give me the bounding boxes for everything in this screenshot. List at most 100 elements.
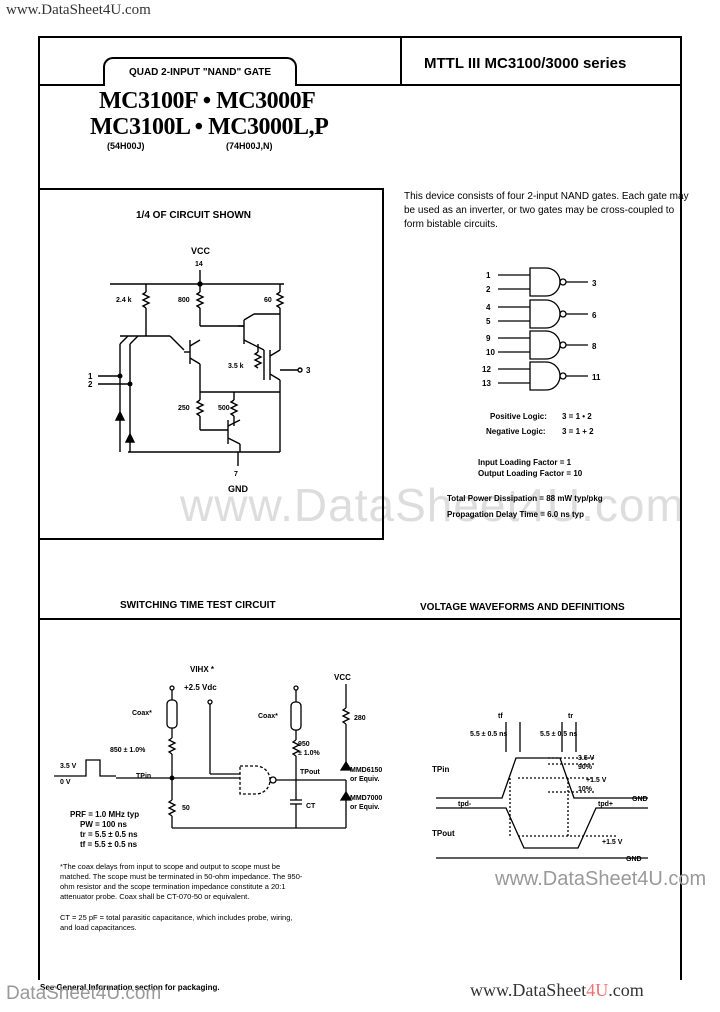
wave-35v: 3.5 V — [578, 755, 595, 762]
gate3-in-b: 10 — [486, 348, 495, 357]
test-box — [38, 618, 682, 980]
schematic-box — [38, 188, 384, 540]
header-rule — [38, 84, 682, 86]
military-equivalent: (54H00J) — [107, 141, 145, 151]
diode-1-equiv: or Equiv. — [350, 776, 379, 783]
wave-15v: +1.5 V — [586, 777, 607, 784]
vcc-test-label: VCC — [334, 673, 351, 682]
positive-logic-expr: 3 = 1 • 2 — [562, 412, 592, 421]
power-dissipation: Total Power Dissipation = 88 mW typ/pkg — [447, 494, 603, 503]
wave-tpin: TPin — [432, 765, 449, 774]
gate4-in-a: 12 — [482, 365, 491, 374]
r-500: 500 — [218, 405, 230, 412]
wm-prefix: www.DataSheet — [470, 980, 587, 1000]
vihx-label: VIHX * — [190, 665, 215, 674]
gate4-out: 11 — [592, 373, 601, 382]
r-950: 950 — [298, 741, 310, 748]
tr-spec: tr = 5.5 ± 0.5 ns — [80, 830, 138, 839]
watermark-center: www.DataSheet4U.com — [180, 479, 685, 531]
waveforms-title: VOLTAGE WAVEFORMS AND DEFINITIONS — [420, 602, 625, 613]
part-numbers-line1: MC3100F • MC3000F — [99, 88, 316, 114]
r-60: 60 — [264, 297, 272, 304]
nand-schematic: VCC 14 2.4 k 800 60 3 3.5 k 250 500 — [88, 246, 311, 494]
wave-tf-val: 5.5 ± 0.5 ns — [470, 731, 507, 738]
vcc-pin: 14 — [195, 261, 203, 268]
watermark-bottom-right: www.DataSheet4U.com — [470, 980, 644, 1001]
header-divider — [400, 36, 402, 86]
gnd-pin: 7 — [234, 471, 238, 478]
pw-spec: PW = 100 ns — [80, 820, 127, 829]
watermark-mid: www.DataSheet4U.com — [495, 868, 707, 890]
propagation-delay: Propagation Delay Time = 6.0 ns typ — [447, 510, 585, 519]
diode-1: MMD6150 — [350, 767, 382, 774]
watermark-bottom-left: DataSheet4U.com — [6, 983, 162, 1004]
ct-label: CT — [306, 803, 316, 810]
r-280: 280 — [354, 715, 366, 722]
gate-2: 4 5 6 — [486, 299, 597, 329]
output-loading: Output Loading Factor = 10 — [478, 469, 583, 478]
gate2-in-a: 4 — [486, 303, 491, 312]
ct-note: CT = 25 pF = total parasitic capacitance… — [60, 913, 293, 932]
tp-out-label: TPout — [300, 769, 320, 776]
coax-1: Coax* — [132, 710, 152, 717]
watermark-top: www.DataSheet4U.com — [6, 2, 151, 18]
coax-2: Coax* — [258, 713, 278, 720]
wave-tpd-plus: tpd+ — [598, 801, 613, 808]
gate2-out: 6 — [592, 311, 597, 320]
wave-15v-b: +1.5 V — [602, 839, 623, 846]
test-circuit-title: SWITCHING TIME TEST CIRCUIT — [120, 600, 276, 611]
positive-logic-label: Positive Logic: — [490, 412, 547, 421]
wave-tf: tf — [498, 713, 503, 720]
gnd-label: GND — [228, 484, 249, 494]
coax-note: *The coax delays from input to scope and… — [60, 862, 303, 901]
gate1-in-b: 2 — [486, 285, 491, 294]
wave-10: 10% — [578, 786, 593, 793]
r-35k: 3.5 k — [228, 363, 244, 370]
gate-3: 9 10 8 — [486, 330, 597, 360]
gate2-in-b: 5 — [486, 317, 491, 326]
r-250: 250 — [178, 405, 190, 412]
vihx-value: +2.5 Vdc — [184, 683, 217, 692]
vcc-label: VCC — [191, 246, 211, 256]
part-numbers-line2: MC3100L • MC3000L,P — [90, 114, 329, 140]
pulse-low: 0 V — [60, 779, 71, 786]
function-tab: QUAD 2-INPUT "NAND" GATE — [103, 57, 297, 86]
series-title: MTTL III MC3100/3000 series — [424, 55, 627, 72]
wave-tpout: TPout — [432, 829, 455, 838]
gate1-in-a: 1 — [486, 271, 491, 280]
pinout-diagram: 1 2 3 4 5 6 9 10 8 12 13 11 — [482, 267, 601, 391]
gate3-out: 8 — [592, 342, 597, 351]
wm-suffix: .com — [608, 980, 644, 1000]
gate-4: 12 13 11 — [482, 361, 601, 391]
wm-accent: 4U — [586, 980, 609, 1000]
commercial-equivalent: (74H00J,N) — [226, 141, 273, 151]
tf-spec: tf = 5.5 ± 0.5 ns — [80, 840, 138, 849]
pulse-high: 3.5 V — [60, 763, 77, 770]
device-description: This device consists of four 2-input NAN… — [404, 191, 689, 230]
out-pin: 3 — [306, 366, 311, 375]
r-950-tol: ± 1.0% — [298, 750, 321, 757]
r-800: 800 — [178, 297, 190, 304]
diode-2-equiv: or Equiv. — [350, 804, 379, 811]
wave-90: 90% — [578, 764, 593, 771]
gate1-out: 3 — [592, 279, 597, 288]
footer-note: See General Information section for pack… — [40, 983, 220, 992]
negative-logic-label: Negative Logic: — [486, 427, 546, 436]
prf-spec: PRF = 1.0 MHz typ — [70, 810, 140, 819]
wave-gnd1: GND — [632, 796, 648, 803]
input-loading: Input Loading Factor = 1 — [478, 458, 572, 467]
test-circuit-diagram: VIHX * +2.5 Vdc VCC Coax* 850 ± 1.0% 3.5… — [54, 665, 382, 829]
r-850: 850 ± 1.0% — [110, 747, 146, 754]
in2-pin: 2 — [88, 380, 93, 389]
wave-gnd2: GND — [626, 856, 642, 863]
gate3-in-a: 9 — [486, 334, 491, 343]
wave-tr: tr — [568, 713, 573, 720]
waveform-diagram: tf tr 5.5 ± 0.5 ns 5.5 ± 0.5 ns 3.5 V 90… — [432, 713, 648, 863]
gate-1: 1 2 3 — [486, 267, 597, 297]
schematic-title: 1/4 OF CIRCUIT SHOWN — [136, 210, 252, 221]
r-24k: 2.4 k — [116, 297, 132, 304]
negative-logic-expr: 3 = 1 + 2 — [562, 427, 594, 436]
tp-in-label: TPin — [136, 773, 151, 780]
gate4-in-b: 13 — [482, 379, 491, 388]
wave-tpd-minus: tpd- — [458, 801, 472, 808]
